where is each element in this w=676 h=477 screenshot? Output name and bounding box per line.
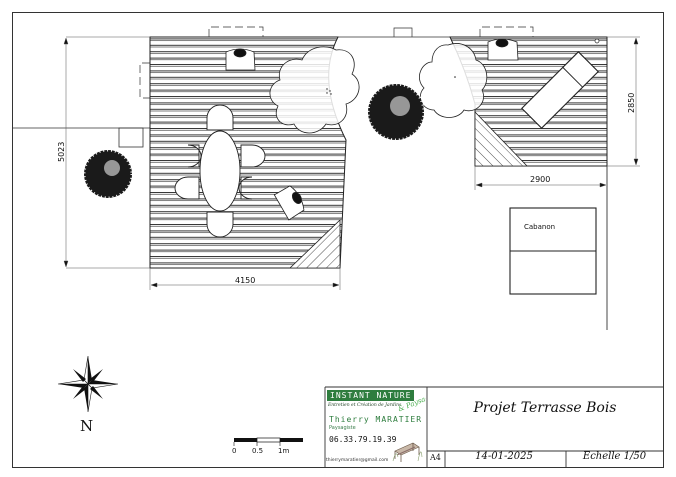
- scale-tick-1m: 1m: [278, 447, 290, 455]
- dimension-2850: [607, 36, 640, 167]
- sheet-frame: [12, 12, 664, 468]
- owner-name: Thierry MARATIER: [329, 415, 423, 424]
- dimension-4150: [149, 268, 341, 290]
- tree-canopy-left: [269, 46, 360, 134]
- owner-email: thierrymaratier@gmail.com: [326, 458, 389, 463]
- drawing-date: 14-01-2025: [475, 451, 533, 462]
- armchair-top-left: [225, 48, 256, 71]
- owner-phone: 06.33.79.19.39: [329, 435, 397, 444]
- shed-label: Cabanon: [524, 223, 556, 231]
- shrub-center: [366, 82, 426, 142]
- tree-canopy-right: [419, 43, 488, 118]
- owner-role: Paysagiste: [329, 425, 356, 431]
- dimension-terrace-width: 4150: [235, 276, 255, 285]
- step-box: [118, 127, 144, 148]
- shed: [509, 207, 597, 295]
- door-opening-left: [139, 62, 150, 99]
- dimension-annex-depth: 2850: [627, 93, 636, 113]
- dimension-5023: [63, 36, 150, 269]
- paper-format: A4: [430, 453, 441, 462]
- shrub-left: [82, 148, 134, 200]
- north-label: N: [80, 417, 94, 435]
- scale-bar: [233, 437, 303, 446]
- dimension-annex-width: 2900: [530, 175, 550, 184]
- company-logo-card: INSTANT NATURE Entretien et Création de …: [325, 387, 426, 466]
- window-top: [393, 27, 413, 37]
- door-opening-top-1: [208, 26, 264, 37]
- armchair-side: [273, 185, 305, 221]
- company-tagline: Entretien et Création de Jardins: [328, 403, 402, 408]
- sun-lounger: [521, 51, 599, 129]
- compass-rose-icon: [57, 355, 119, 413]
- drawing-scale: Echelle 1/50: [582, 451, 647, 462]
- dimension-total-depth: 5023: [57, 142, 66, 162]
- door-opening-top-2: [479, 26, 534, 37]
- title-block-frame: [324, 386, 663, 467]
- project-title: Projet Terrasse Bois: [473, 400, 617, 416]
- dining-set: [174, 104, 266, 238]
- garden-bench-icon: [392, 442, 423, 462]
- scale-tick-half: 0.5: [252, 447, 264, 455]
- company-brand: INSTANT NATURE: [327, 390, 415, 401]
- scale-tick-0: 0: [232, 447, 237, 455]
- dimension-2900: [474, 166, 607, 190]
- armchair-top-right: [487, 38, 519, 61]
